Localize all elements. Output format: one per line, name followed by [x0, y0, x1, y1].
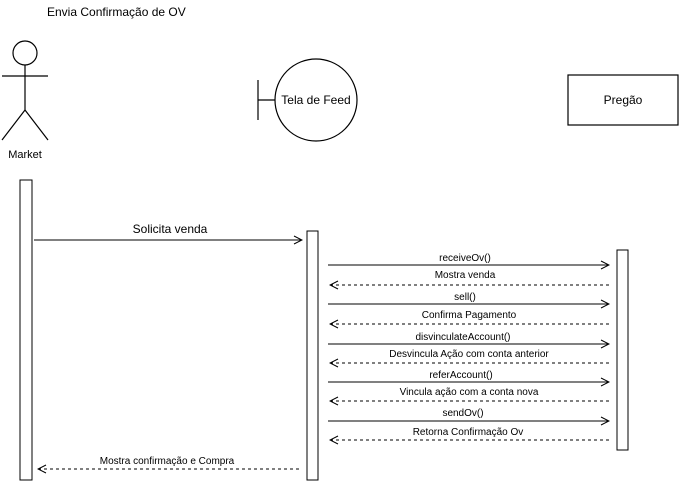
message-label: receiveOv() — [439, 253, 491, 264]
boundary-tela-de-feed[interactable]: Tela de Feed — [257, 58, 358, 142]
message-label: Mostra venda — [435, 270, 496, 281]
boundary-label: Tela de Feed — [281, 93, 350, 107]
activation-pregao[interactable] — [616, 249, 629, 451]
actor-left-leg — [1, 109, 26, 141]
boundary-circle — [274, 58, 358, 142]
participant-box — [567, 74, 679, 126]
participant-pregao[interactable]: Pregão — [567, 74, 679, 126]
message-label: disvinculateAccount() — [415, 332, 510, 343]
actor-market[interactable]: Market — [1, 40, 49, 161]
message-label: Retorna Confirmação Ov — [413, 427, 524, 438]
message-label: sendOv() — [442, 408, 483, 419]
message-label: Solicita venda — [133, 222, 208, 236]
message-label: Mostra confirmação e Compra — [100, 456, 235, 467]
message-label: Vincula ação com a conta nova — [400, 387, 539, 398]
activation-market[interactable] — [19, 179, 33, 481]
actor-right-leg — [24, 109, 49, 141]
actor-head — [12, 40, 38, 66]
message-label: sell() — [454, 292, 476, 303]
message-label: Desvincula Ação com conta anterior — [389, 349, 549, 360]
message-label: Confirma Pagamento — [422, 310, 517, 321]
diagram-title: Envia Confirmação de OV — [47, 5, 186, 19]
actor-label: Market — [8, 149, 42, 161]
participant-label: Pregão — [604, 93, 643, 107]
activation-tela-de-feed[interactable] — [306, 230, 319, 481]
message-label: referAccount() — [429, 370, 492, 381]
